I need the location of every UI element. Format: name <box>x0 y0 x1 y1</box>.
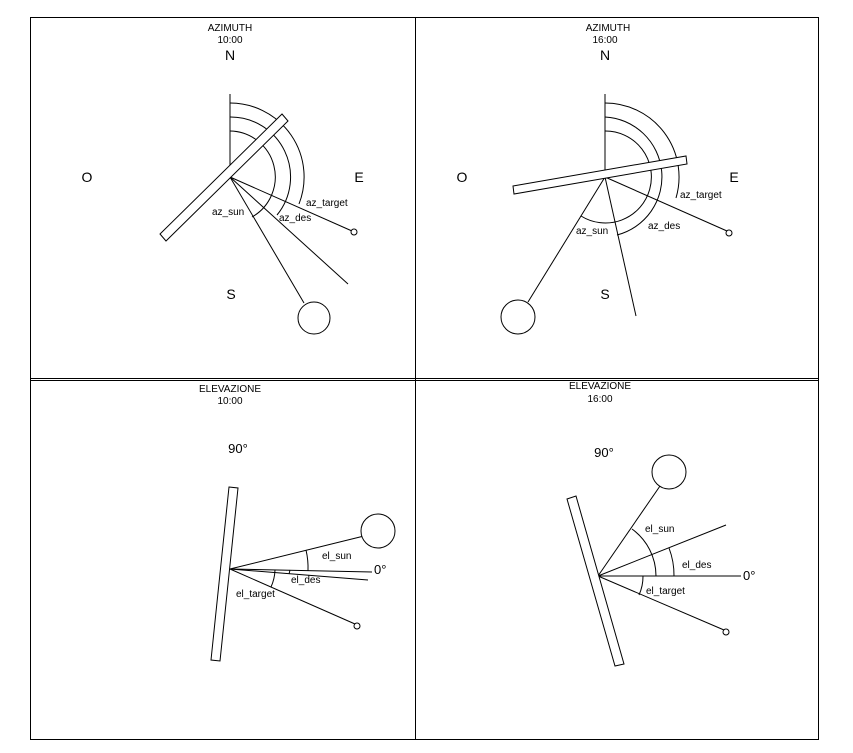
arc-el-target <box>638 575 644 596</box>
sun-icon <box>297 301 331 335</box>
arc-az-target <box>604 102 680 199</box>
arc-az-target <box>229 102 305 205</box>
sun-direction-line <box>597 485 661 577</box>
label-az-target: az_target <box>306 198 348 209</box>
arc-az-des <box>229 116 292 216</box>
target-direction-line <box>597 575 725 631</box>
label-el-des: el_des <box>682 560 711 571</box>
arc-az-des <box>604 116 663 236</box>
panel-plate <box>566 495 625 667</box>
label-el-target: el_target <box>236 589 275 600</box>
arc-el-sun <box>305 549 309 572</box>
sun-icon <box>360 513 396 549</box>
horizon-line <box>229 568 373 573</box>
label-az-des: az_des <box>648 221 680 232</box>
sun-direction-line <box>229 535 365 570</box>
target-point <box>722 628 730 636</box>
label-west: O <box>82 169 93 185</box>
arc-el-des <box>668 547 675 577</box>
arc-el-sun <box>631 528 657 577</box>
label-0-deg: 0° <box>374 562 386 577</box>
desired-direction-line <box>604 176 637 317</box>
label-east: E <box>354 169 363 185</box>
label-el-target: el_target <box>646 586 685 597</box>
panel-time: 10:00 <box>217 35 242 46</box>
panel-title: AZIMUTH <box>586 23 630 34</box>
label-el-sun: el_sun <box>322 551 351 562</box>
desired-direction-line <box>597 524 727 577</box>
desired-direction-line <box>229 176 349 285</box>
label-az-sun: az_sun <box>576 226 608 237</box>
label-south: S <box>226 286 235 302</box>
label-el-des: el_des <box>291 575 320 586</box>
panel-time: 10:00 <box>217 396 242 407</box>
panel-plate <box>512 155 688 195</box>
label-north: N <box>225 47 235 63</box>
label-el-sun: el_sun <box>645 524 674 535</box>
label-90-deg: 90° <box>228 441 248 456</box>
panel-title: AZIMUTH <box>208 23 252 34</box>
target-point <box>725 229 733 237</box>
label-90-deg: 90° <box>594 445 614 460</box>
label-north: N <box>600 47 610 63</box>
arc-az-sun <box>229 130 276 218</box>
arc-az-sun <box>580 130 652 224</box>
target-point <box>353 622 361 630</box>
label-az-des: az_des <box>279 213 311 224</box>
arc-el-des <box>288 569 291 575</box>
azimuth-panel-1600: AZIMUTH 16:00 N E O S az_sun az_des az_t… <box>457 23 739 335</box>
panel-time: 16:00 <box>592 35 617 46</box>
label-az-target: az_target <box>680 190 722 201</box>
panel-time: 16:00 <box>587 394 612 405</box>
panel-plate <box>210 486 239 662</box>
elevation-panel-1600: ELEVAZIONE 16:00 90° 0° el_sun el_des el… <box>566 381 755 667</box>
sun-direction-line <box>527 176 606 303</box>
arc-el-target <box>270 569 276 588</box>
target-direction-line <box>229 568 356 625</box>
panel-plate <box>159 113 289 242</box>
label-west: O <box>457 169 468 185</box>
label-az-sun: az_sun <box>212 207 244 218</box>
azimuth-panel-1000: AZIMUTH 10:00 N E O S az_sun az_des az_t… <box>82 23 364 335</box>
label-0-deg: 0° <box>743 568 755 583</box>
panel-title: ELEVAZIONE <box>199 384 261 395</box>
desired-direction-line <box>229 568 369 581</box>
sun-direction-line <box>229 176 305 304</box>
target-point <box>350 228 358 236</box>
panel-title: ELEVAZIONE <box>569 381 631 392</box>
sun-icon <box>651 454 687 490</box>
target-direction-line <box>229 176 353 232</box>
label-south: S <box>600 286 609 302</box>
target-direction-line <box>604 176 728 232</box>
label-east: E <box>729 169 738 185</box>
sun-icon <box>500 299 536 335</box>
elevation-panel-1000: ELEVAZIONE 10:00 90° 0° el_sun el_des el… <box>199 384 396 662</box>
